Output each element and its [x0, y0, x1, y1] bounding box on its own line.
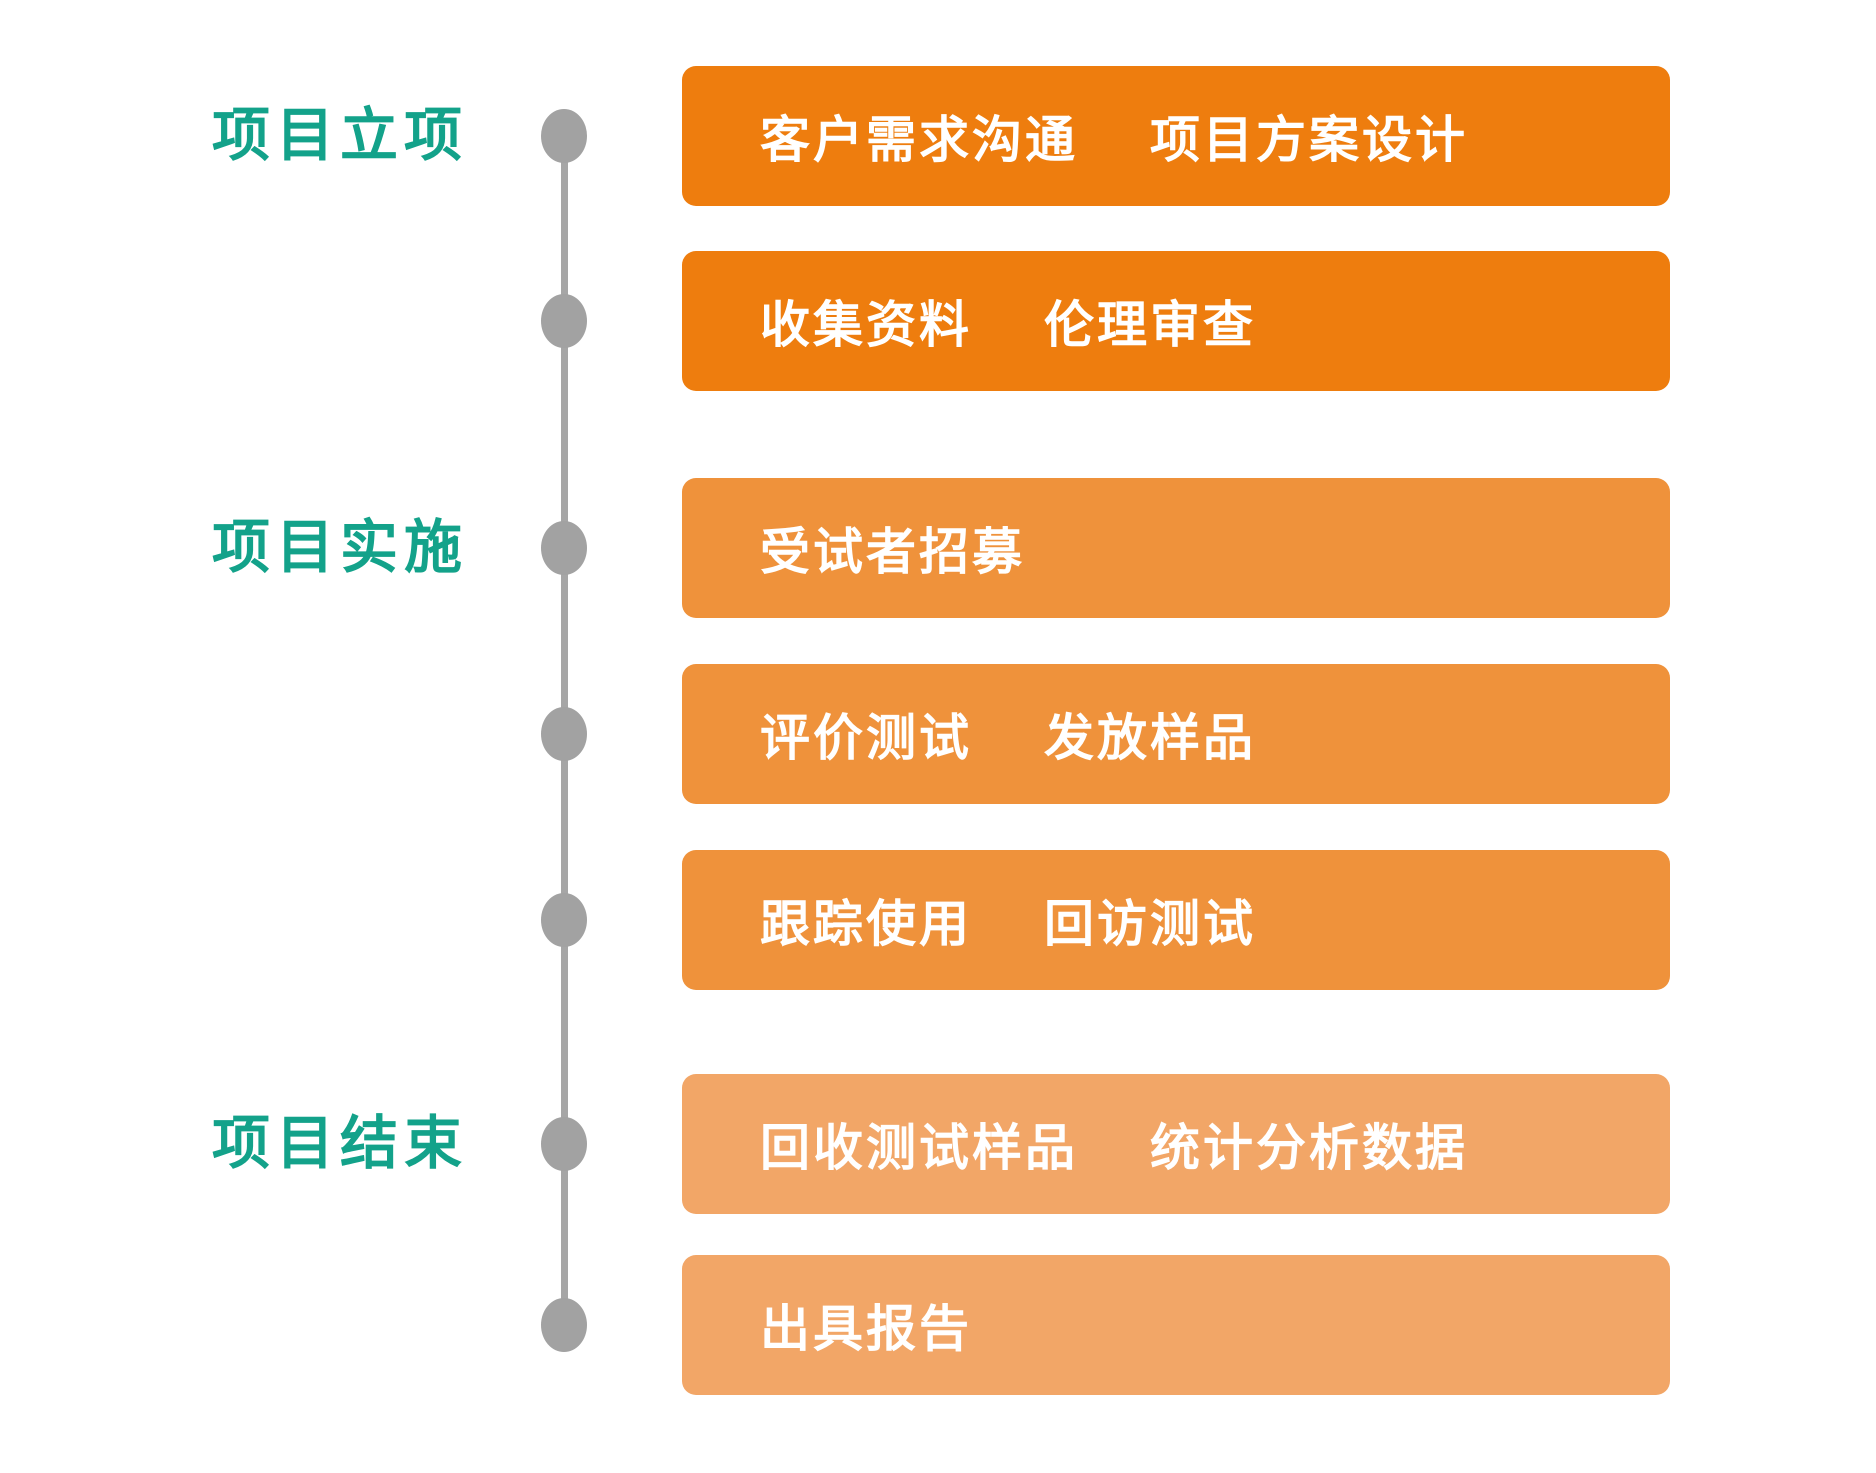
- step-bar-customer-needs: 客户需求沟通 项目方案设计: [682, 66, 1670, 206]
- timeline-dot: [541, 521, 587, 575]
- timeline-dot: [541, 1298, 587, 1352]
- timeline-dot: [541, 707, 587, 761]
- step-text: 发放样品: [1044, 710, 1256, 766]
- step-bar-evaluation-test: 评价测试 发放样品: [682, 664, 1670, 804]
- step-text: 回访测试: [1044, 896, 1256, 952]
- step-bar-recover-samples: 回收测试样品 统计分析数据: [682, 1074, 1670, 1214]
- step-bar-issue-report: 出具报告: [682, 1255, 1670, 1395]
- step-text: 受试者招募: [760, 524, 1025, 580]
- step-text: 收集资料: [760, 297, 972, 353]
- step-bar-track-usage: 跟踪使用 回访测试: [682, 850, 1670, 990]
- phase-label-project-initiation: 项目立项: [211, 103, 468, 168]
- step-bar-subject-recruitment: 受试者招募: [682, 478, 1670, 618]
- step-bar-collect-materials: 收集资料 伦理审查: [682, 251, 1670, 391]
- timeline-dot: [541, 893, 587, 947]
- step-text: 伦理审查: [1044, 297, 1256, 353]
- step-text: 回收测试样品: [760, 1120, 1078, 1176]
- step-text: 客户需求沟通: [760, 112, 1078, 168]
- phase-label-project-implementation: 项目实施: [211, 515, 468, 580]
- step-text: 统计分析数据: [1150, 1120, 1468, 1176]
- phase-label-project-end: 项目结束: [211, 1111, 468, 1176]
- step-text: 评价测试: [760, 710, 972, 766]
- timeline-dot: [541, 1117, 587, 1171]
- timeline-dot: [541, 109, 587, 163]
- step-text: 出具报告: [760, 1301, 972, 1357]
- step-text: 项目方案设计: [1150, 112, 1468, 168]
- step-text: 跟踪使用: [760, 896, 972, 952]
- timeline-dot: [541, 294, 587, 348]
